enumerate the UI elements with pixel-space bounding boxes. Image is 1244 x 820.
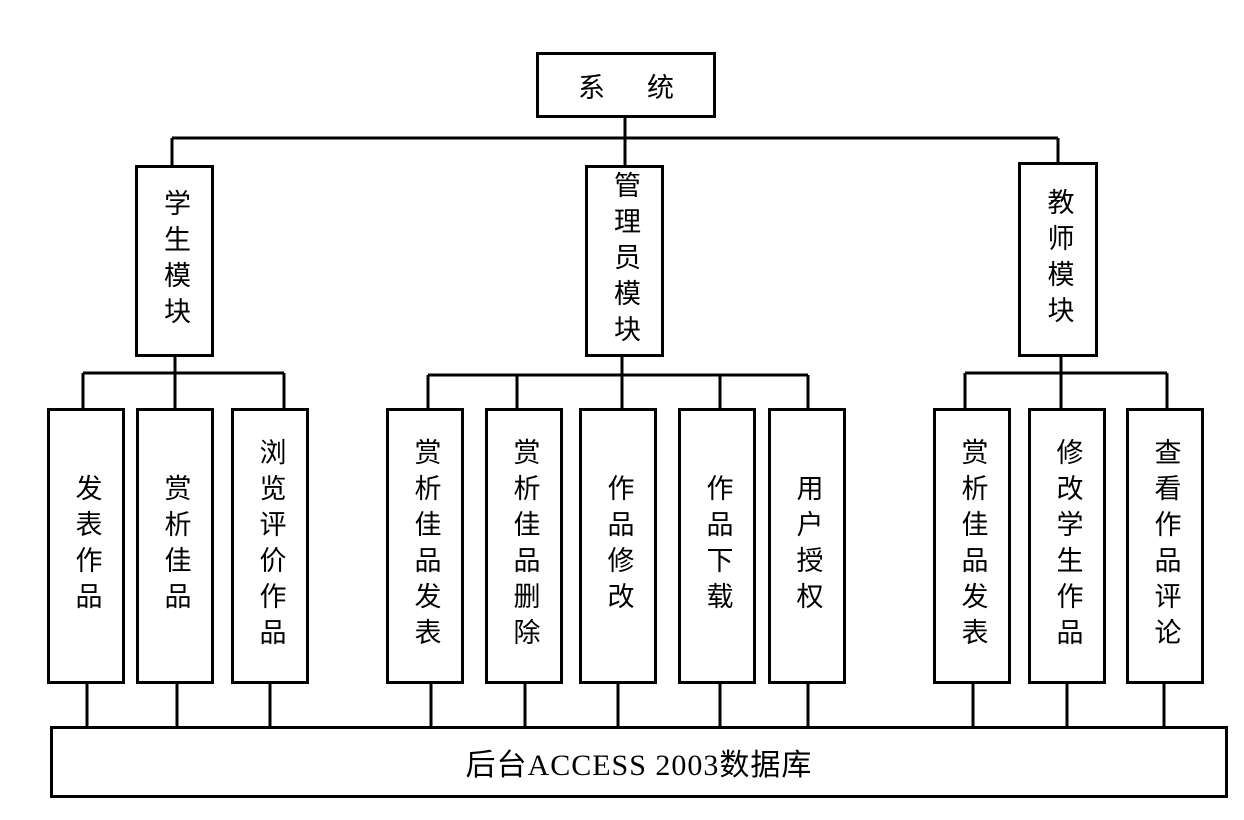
- teacher-module-label: 教师模块: [1042, 187, 1074, 332]
- leaf-node: 发表作品: [47, 408, 125, 684]
- root-node: 系统: [536, 52, 716, 118]
- leaf-label: 修改学生作品: [1051, 438, 1083, 654]
- root-label: 系统: [578, 72, 716, 104]
- leaf-node: 用户授权: [768, 408, 846, 684]
- leaf-label: 赏析佳品删除: [508, 438, 540, 654]
- leaf-node: 查看作品评论: [1126, 408, 1204, 684]
- database-node: 后台ACCESS 2003数据库: [50, 726, 1228, 798]
- leaf-label: 赏析佳品: [159, 474, 191, 618]
- leaf-label: 浏览评价作品: [254, 438, 286, 654]
- leaf-node: 赏析佳品发表: [386, 408, 464, 684]
- leaf-node: 修改学生作品: [1028, 408, 1106, 684]
- leaf-node: 赏析佳品删除: [485, 408, 563, 684]
- leaf-label: 赏析佳品发表: [409, 438, 441, 654]
- leaf-label: 查看作品评论: [1149, 438, 1181, 654]
- admin-module-label: 管理员模块: [609, 171, 640, 351]
- leaf-label: 发表作品: [70, 474, 102, 618]
- admin-module-node: 管理员模块: [585, 165, 664, 357]
- teacher-module-node: 教师模块: [1018, 162, 1098, 357]
- student-module-label: 学生模块: [159, 189, 190, 333]
- database-label: 后台ACCESS 2003数据库: [465, 749, 813, 782]
- leaf-node: 赏析佳品发表: [933, 408, 1011, 684]
- student-module-node: 学生模块: [135, 165, 214, 357]
- leaf-label: 用户授权: [791, 474, 823, 618]
- leaf-label: 作品下载: [701, 474, 733, 618]
- leaf-node: 作品下载: [678, 408, 756, 684]
- leaf-label: 作品修改: [602, 474, 634, 618]
- leaf-node: 作品修改: [579, 408, 657, 684]
- leaf-node: 赏析佳品: [136, 408, 214, 684]
- leaf-node: 浏览评价作品: [231, 408, 309, 684]
- leaf-label: 赏析佳品发表: [956, 438, 988, 654]
